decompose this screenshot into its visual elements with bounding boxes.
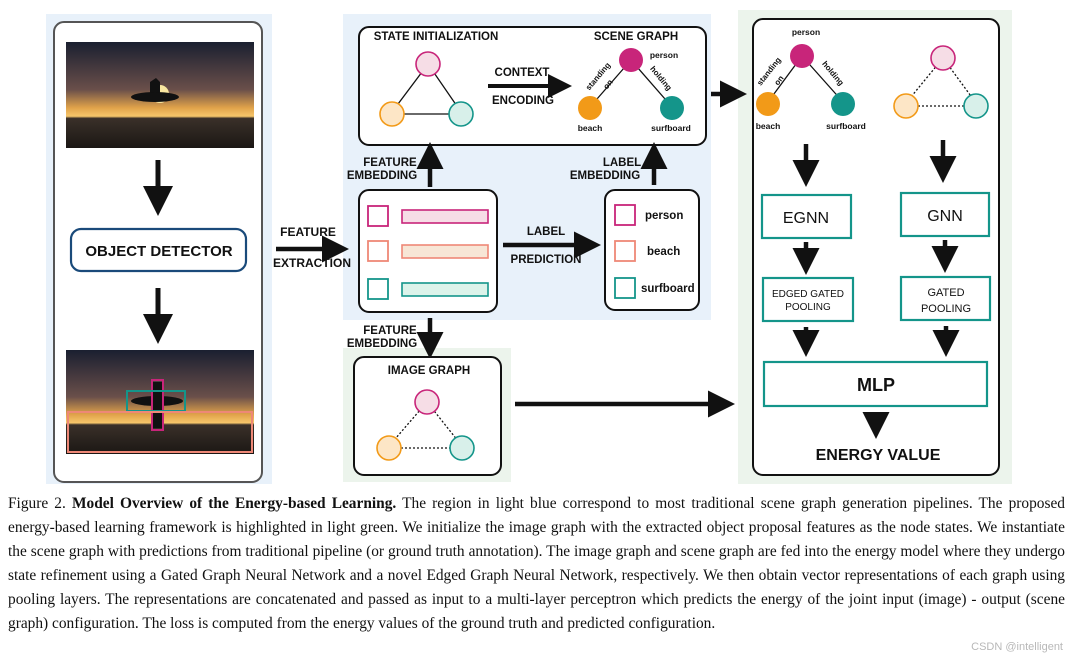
label-item-person: person <box>645 210 683 222</box>
feature-embedding-bottom-text-2: EMBEDDING <box>347 338 417 350</box>
feature-embedding-top-text-1: FEATURE <box>363 157 417 169</box>
beach-bbox <box>67 411 253 453</box>
image-graph-title: IMAGE GRAPH <box>388 365 470 377</box>
energy-person-label: person <box>792 27 820 37</box>
feature-embedding-bottom-text-1: FEATURE <box>363 325 417 337</box>
caption-body: The region in light blue correspond to m… <box>8 495 1065 632</box>
state-init-graph <box>379 51 474 127</box>
context-encoding-text-1: CONTEXT <box>495 67 550 79</box>
egnn-box <box>760 193 853 240</box>
init-node-top <box>415 51 441 77</box>
feature-extraction-text-2: EXTRACTION <box>273 256 351 270</box>
energy-image-graph <box>893 45 989 119</box>
label-prediction-text-1: LABEL <box>527 226 565 238</box>
object-detector-box <box>69 227 248 273</box>
scene-graph-title: SCENE GRAPH <box>594 31 678 43</box>
scene-surfboard-label: surfboard <box>651 123 691 133</box>
context-encoding-text-2: ENCODING <box>492 95 554 107</box>
watermark: CSDN @intelligent <box>971 641 1063 653</box>
person-bbox <box>151 379 164 431</box>
scene-node-beach <box>578 96 602 120</box>
mlp-label: MLP <box>857 375 895 395</box>
energy-value-label: ENERGY VALUE <box>816 447 941 464</box>
state-init-title: STATE INITIALIZATION <box>374 31 499 43</box>
figure-caption: Figure 2. Model Overview of the Energy-b… <box>8 492 1065 636</box>
mlp-box <box>762 360 989 408</box>
scene-beach-label: beach <box>578 123 603 133</box>
scene-person-label: person <box>650 50 678 60</box>
init-node-left <box>379 101 405 127</box>
init-node-right <box>448 101 474 127</box>
caption-title: Model Overview of the Energy-based Learn… <box>71 495 397 512</box>
label-embedding-text-2: EMBEDDING <box>570 170 640 182</box>
egnn-label: EGNN <box>783 210 829 227</box>
edged-gated-pooling-box <box>761 276 855 323</box>
feature-extraction-text-1: FEATURE <box>280 225 336 239</box>
gated-pooling-text-1: GATED <box>927 287 964 299</box>
proposal-feature-rows <box>367 205 489 300</box>
energy-surfboard-label: surfboard <box>826 121 866 131</box>
proposal-image <box>66 350 254 454</box>
gated-pooling-box <box>899 275 992 322</box>
edged-gated-pooling-text-1: EDGED GATED <box>772 289 844 300</box>
feature-embedding-top-text-2: EMBEDDING <box>347 170 417 182</box>
edged-gated-pooling-text-2: POOLING <box>785 302 831 313</box>
label-item-surfboard: surfboard <box>641 283 695 295</box>
energy-beach-label: beach <box>756 121 781 131</box>
image-graph <box>376 389 475 461</box>
input-image <box>66 42 254 148</box>
gated-pooling-text-2: POOLING <box>921 303 971 315</box>
energy-scene-graph <box>756 44 855 116</box>
object-detector-label: OBJECT DETECTOR <box>85 243 232 260</box>
caption-prefix: Figure 2. <box>8 495 72 512</box>
gnn-box <box>899 191 991 238</box>
label-item-beach: beach <box>647 246 680 258</box>
scene-node-surfboard <box>660 96 684 120</box>
scene-node-person <box>619 48 643 72</box>
gnn-label: GNN <box>927 208 963 225</box>
scene-graph <box>578 48 684 120</box>
energy-model-figure: OBJECT DETECTOR FEATURE EXTRACTION STATE… <box>46 10 1012 484</box>
label-prediction-text-2: PREDICTION <box>511 254 582 266</box>
label-embedding-text-1: LABEL <box>603 157 641 169</box>
